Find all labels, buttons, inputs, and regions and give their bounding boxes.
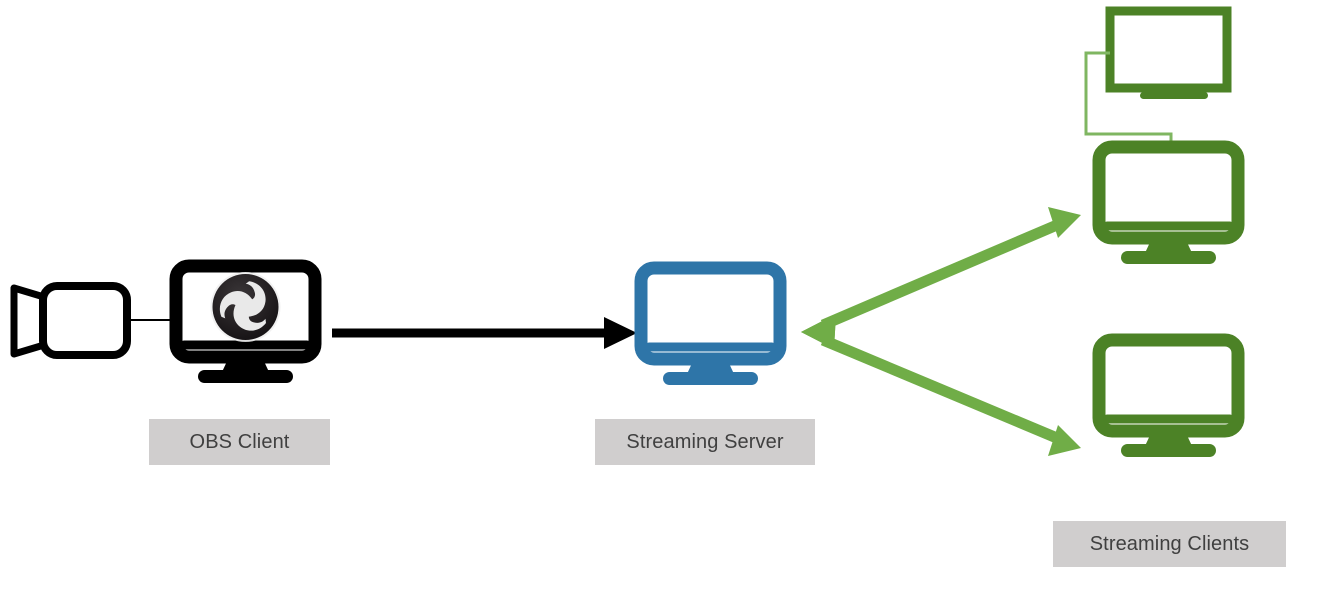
streaming-server-monitor-icon [634, 261, 787, 385]
connector-server-to-client-bottom [801, 314, 1081, 456]
label-streaming-server: Streaming Server [595, 419, 815, 465]
label-obs-client: OBS Client [149, 419, 330, 465]
connector-server-to-client-top [801, 207, 1081, 349]
client-monitor-bottom-icon [1092, 333, 1245, 457]
label-streaming-clients: Streaming Clients [1053, 521, 1286, 567]
video-camera-icon [10, 282, 131, 359]
obs-studio-logo-icon [210, 272, 281, 342]
connector-obs-to-server [332, 317, 637, 349]
client-monitor-top-icon [1092, 140, 1245, 264]
client-tv-display-icon [1105, 6, 1232, 99]
